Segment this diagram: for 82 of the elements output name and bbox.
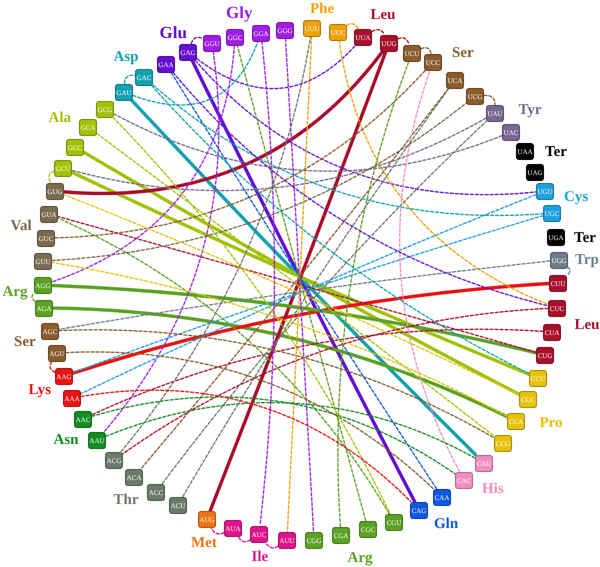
amino-acid-label: Val: [10, 218, 32, 234]
dashed-connector: [91, 396, 456, 474]
amino-acid-label: Met: [191, 536, 217, 550]
dashed-connector: [104, 50, 220, 432]
amino-acid-label: Ter: [574, 230, 596, 246]
amino-acid-label: Phe: [310, 2, 334, 16]
amino-acid-label: Asp: [114, 50, 139, 64]
dashed-connector: [483, 94, 496, 106]
dashed-connector: [420, 47, 432, 54]
dashed-connector: [51, 44, 236, 283]
dashed-connector: [172, 72, 549, 306]
dashed-connector: [566, 266, 571, 276]
amino-acid-label: Glu: [160, 24, 187, 40]
amino-acid-label: Lys: [28, 382, 52, 398]
dashed-connector: [49, 360, 56, 373]
dashed-connector: [259, 40, 276, 526]
dashed-connector: [210, 526, 225, 534]
dashed-connector: [399, 70, 460, 472]
dashed-connector: [152, 84, 544, 216]
dashed-connector: [196, 44, 356, 90]
amino-acid-label: Ala: [48, 110, 71, 126]
dashed-connector: [122, 308, 549, 454]
amino-acid-label: Asn: [54, 432, 79, 448]
dashed-connector: [346, 23, 359, 30]
dashed-connector: [162, 120, 487, 484]
amino-acid-label: Ser: [452, 46, 474, 60]
dashed-connector: [112, 116, 391, 514]
dashed-connector: [236, 44, 366, 522]
thick-connector: [82, 150, 521, 396]
amino-acid-label: Leu: [574, 318, 600, 332]
amino-acid-label: Ile: [252, 550, 268, 564]
dashed-connector: [65, 351, 434, 490]
amino-acid-label: Pro: [540, 416, 563, 430]
thick-connector: [130, 98, 478, 456]
thick-connector: [62, 50, 384, 196]
dashed-connector: [51, 102, 467, 262]
dashed-connector: [397, 37, 410, 46]
amino-acid-label: Gly: [226, 4, 252, 20]
amino-acid-label: Ser: [14, 334, 36, 350]
dashed-connector: [80, 390, 412, 502]
dashed-connector: [58, 260, 551, 330]
dashed-connector: [190, 36, 204, 44]
dashed-connector: [96, 133, 495, 437]
amino-acid-label: Thr: [114, 492, 139, 508]
dashed-connector: [31, 292, 36, 302]
thick-connector: [51, 306, 509, 418]
amino-acid-label: Arg: [348, 550, 372, 566]
dashed-connector: [120, 36, 312, 452]
thick-connector: [208, 50, 388, 512]
amino-acid-label: Ter: [545, 144, 567, 160]
amino-acid-label: Trp: [575, 252, 599, 268]
dashed-connector: [91, 328, 544, 416]
dashed-connector: [57, 217, 390, 514]
dashed-connector: [58, 329, 495, 438]
dashed-connector: [150, 84, 530, 374]
dashed-connector: [132, 40, 259, 106]
dashed-connector: [337, 60, 410, 528]
thick-connector: [70, 170, 531, 376]
dashed-connector: [194, 60, 537, 195]
amino-acid-label: Cys: [564, 190, 588, 204]
dashed-connector: [113, 113, 503, 172]
amino-acid-label: Leu: [370, 8, 396, 22]
dashed-connector: [264, 542, 279, 549]
dashed-connector: [71, 117, 487, 192]
amino-acid-label: Gln: [434, 516, 458, 532]
dashed-connector: [48, 170, 55, 184]
dashed-connector: [72, 215, 544, 374]
dashed-connector: [54, 70, 426, 238]
dashed-connector: [105, 402, 476, 459]
dashed-connector: [140, 88, 450, 470]
dashed-connector: [237, 536, 251, 542]
amino-acid-label: His: [482, 482, 504, 496]
thick-connector: [71, 282, 551, 375]
dashed-connector: [57, 216, 537, 354]
dashed-connector: [124, 74, 136, 84]
dashed-connector: [371, 29, 386, 36]
thick-connector: [190, 58, 416, 504]
thick-connector: [50, 284, 538, 354]
dashed-connector: [338, 40, 549, 306]
amino-acid-label: Tyr: [518, 102, 542, 118]
dashed-connector: [51, 262, 508, 417]
amino-acid-label: Arg: [2, 284, 28, 300]
